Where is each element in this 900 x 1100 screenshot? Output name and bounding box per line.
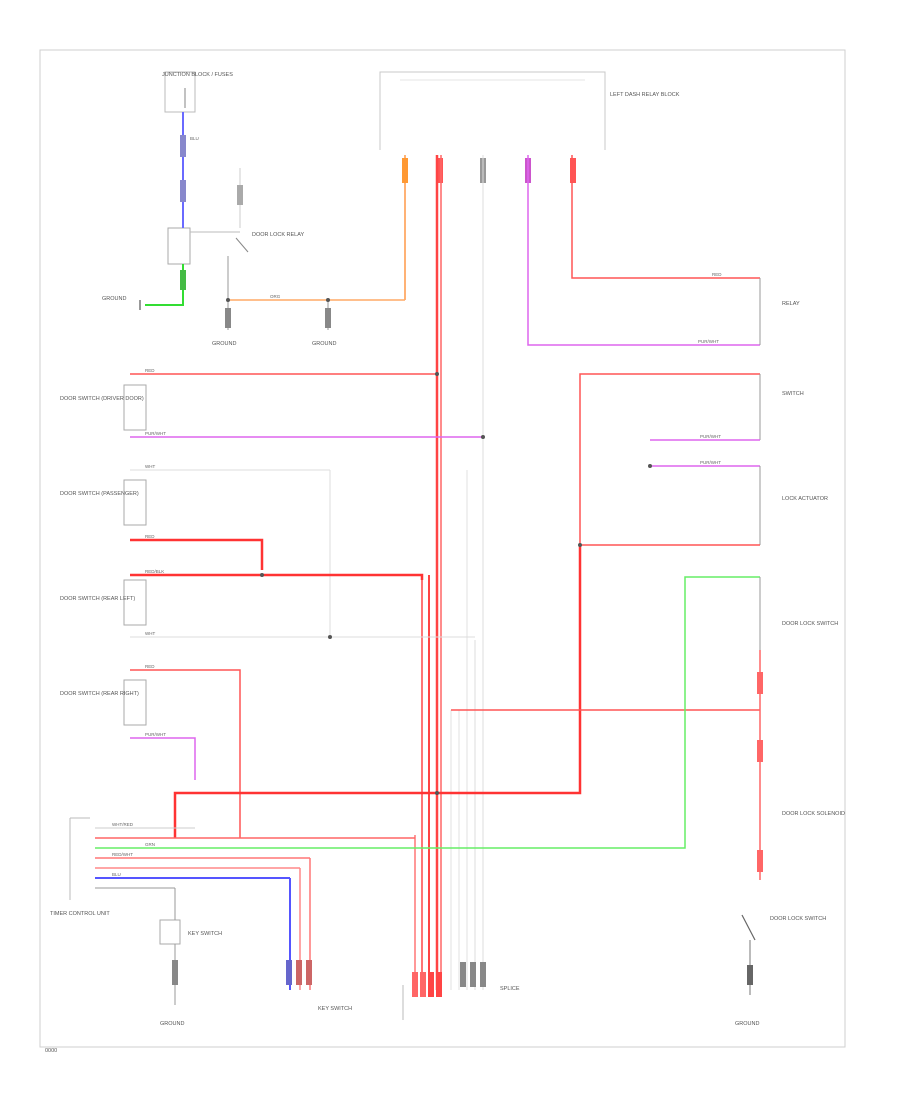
wire-label-pur: PUR/WHT xyxy=(698,339,719,344)
wire-label-blu-cu: BLU xyxy=(112,872,121,877)
wire-label-wht-red: WHT/RED xyxy=(112,822,134,827)
door-switch-4-label: DOOR SWITCH (REAR RIGHT) xyxy=(60,691,139,697)
wire-red-ds2 xyxy=(130,538,264,570)
connector xyxy=(180,180,186,202)
splice-dot xyxy=(435,791,439,795)
door-switch-3: DOOR SWITCH (REAR LEFT) xyxy=(60,579,147,626)
connector xyxy=(180,270,186,290)
door-switch-4: DOOR SWITCH (REAR RIGHT) xyxy=(60,679,147,726)
wire-label-red-ds3: RED/BLK xyxy=(145,569,164,574)
connector xyxy=(325,308,331,328)
ground-bottom-right-label: GROUND xyxy=(735,1021,759,1027)
right-comp-6-label: DOOR LOCK SWITCH xyxy=(770,916,826,922)
ground-bottom-left-label: GROUND xyxy=(160,1021,184,1027)
right-comp-1-label: RELAY xyxy=(782,301,800,307)
splice-dot xyxy=(326,298,330,302)
connector xyxy=(757,672,763,694)
bottom-connector-label: SPLICE xyxy=(500,986,520,992)
splice-dot xyxy=(578,543,582,547)
door-switch-2: DOOR SWITCH (PASSENGER) xyxy=(60,479,147,526)
wire-label-org: ORG xyxy=(270,294,281,299)
splice-dot xyxy=(328,635,332,639)
connector xyxy=(437,158,443,183)
wire-grn-ground xyxy=(145,264,184,306)
diagram-border xyxy=(39,49,846,1048)
connector xyxy=(296,960,302,985)
footer-code: 0000 xyxy=(45,1048,57,1054)
wire-label-red: RED xyxy=(712,272,722,277)
wire-pur-ds4 xyxy=(130,737,196,780)
splice-dot xyxy=(435,372,439,376)
wire-label-red-ds4: RED xyxy=(145,664,155,669)
wire-red-ds3 xyxy=(130,573,424,580)
ground-mid-1-label: GROUND xyxy=(212,341,236,347)
wire-label-red-ds1: RED xyxy=(145,368,155,373)
right-comp-2-label: SWITCH xyxy=(782,391,804,397)
control-unit-label: TIMER CONTROL UNIT xyxy=(50,911,110,917)
splice-dot xyxy=(481,435,485,439)
wire-red-right xyxy=(571,155,760,279)
wire-label-pur-ds4: PUR/WHT xyxy=(145,732,166,737)
right-comp-5-label: DOOR LOCK SOLENOID xyxy=(782,811,845,817)
ground-left-label: GROUND xyxy=(102,296,126,302)
wire-grn-right xyxy=(95,576,760,849)
connector xyxy=(180,135,186,157)
relay-box: LEFT DASH RELAY BLOCK xyxy=(379,71,680,150)
connector xyxy=(286,960,292,985)
connector xyxy=(225,308,231,328)
fuse-box: JUNCTION BLOCK / FUSES xyxy=(162,71,233,113)
wire-label-grn: GRN xyxy=(145,842,155,847)
connector xyxy=(402,158,408,183)
connector xyxy=(757,740,763,762)
door-lock-relay-label: DOOR LOCK RELAY xyxy=(252,232,304,238)
wire-label-blu: BLU xyxy=(190,136,199,141)
ground-mid-2-label: GROUND xyxy=(312,341,336,347)
door-switch-3-label: DOOR SWITCH (REAR LEFT) xyxy=(60,596,135,602)
door-switch-1-label: DOOR SWITCH (DRIVER DOOR) xyxy=(60,396,144,402)
bottom-connector: SPLICE xyxy=(402,962,520,1020)
splice-dot xyxy=(648,464,652,468)
door-switch-1: DOOR SWITCH (DRIVER DOOR) xyxy=(60,384,147,431)
relay-box-label: LEFT DASH RELAY BLOCK xyxy=(610,92,680,98)
fuse-box-label: JUNCTION BLOCK / FUSES xyxy=(162,72,233,78)
wire-red-ds4 xyxy=(130,669,241,838)
wire-red-comp2 xyxy=(579,373,760,545)
wire-red-big xyxy=(173,545,582,838)
key-switch xyxy=(159,888,181,1005)
door-lock-relay: DOOR LOCK RELAY xyxy=(167,227,304,265)
door-switch-2-label: DOOR SWITCH (PASSENGER) xyxy=(60,491,139,497)
connector xyxy=(570,158,576,183)
connector xyxy=(237,185,243,205)
wire-label-red-wht: RED/WHT xyxy=(112,852,133,857)
splice-dot xyxy=(226,298,230,302)
wire-label-pur-ds1: PUR/WHT xyxy=(145,431,166,436)
wire-pur-1 xyxy=(527,155,760,346)
key-switch-bottom-label: KEY SWITCH xyxy=(318,1006,352,1012)
right-switch xyxy=(741,914,756,995)
wire-label-red-ds2: RED xyxy=(145,534,155,539)
right-comp-3-label: LOCK ACTUATOR xyxy=(782,496,828,502)
control-unit: TIMER CONTROL UNIT xyxy=(50,817,110,917)
wire-label-wht: WHT xyxy=(145,464,155,469)
right-comp-4-label: DOOR LOCK SWITCH xyxy=(782,621,838,627)
splice-dot xyxy=(260,573,264,577)
wire-label-pur-c2: PUR/WHT xyxy=(700,434,721,439)
wire-label-wht-ds3: WHT xyxy=(145,631,155,636)
connector xyxy=(306,960,312,985)
key-switch-label: KEY SWITCH xyxy=(188,931,222,937)
wire-label-pur-c3: PUR/WHT xyxy=(700,460,721,465)
connector xyxy=(757,850,763,872)
